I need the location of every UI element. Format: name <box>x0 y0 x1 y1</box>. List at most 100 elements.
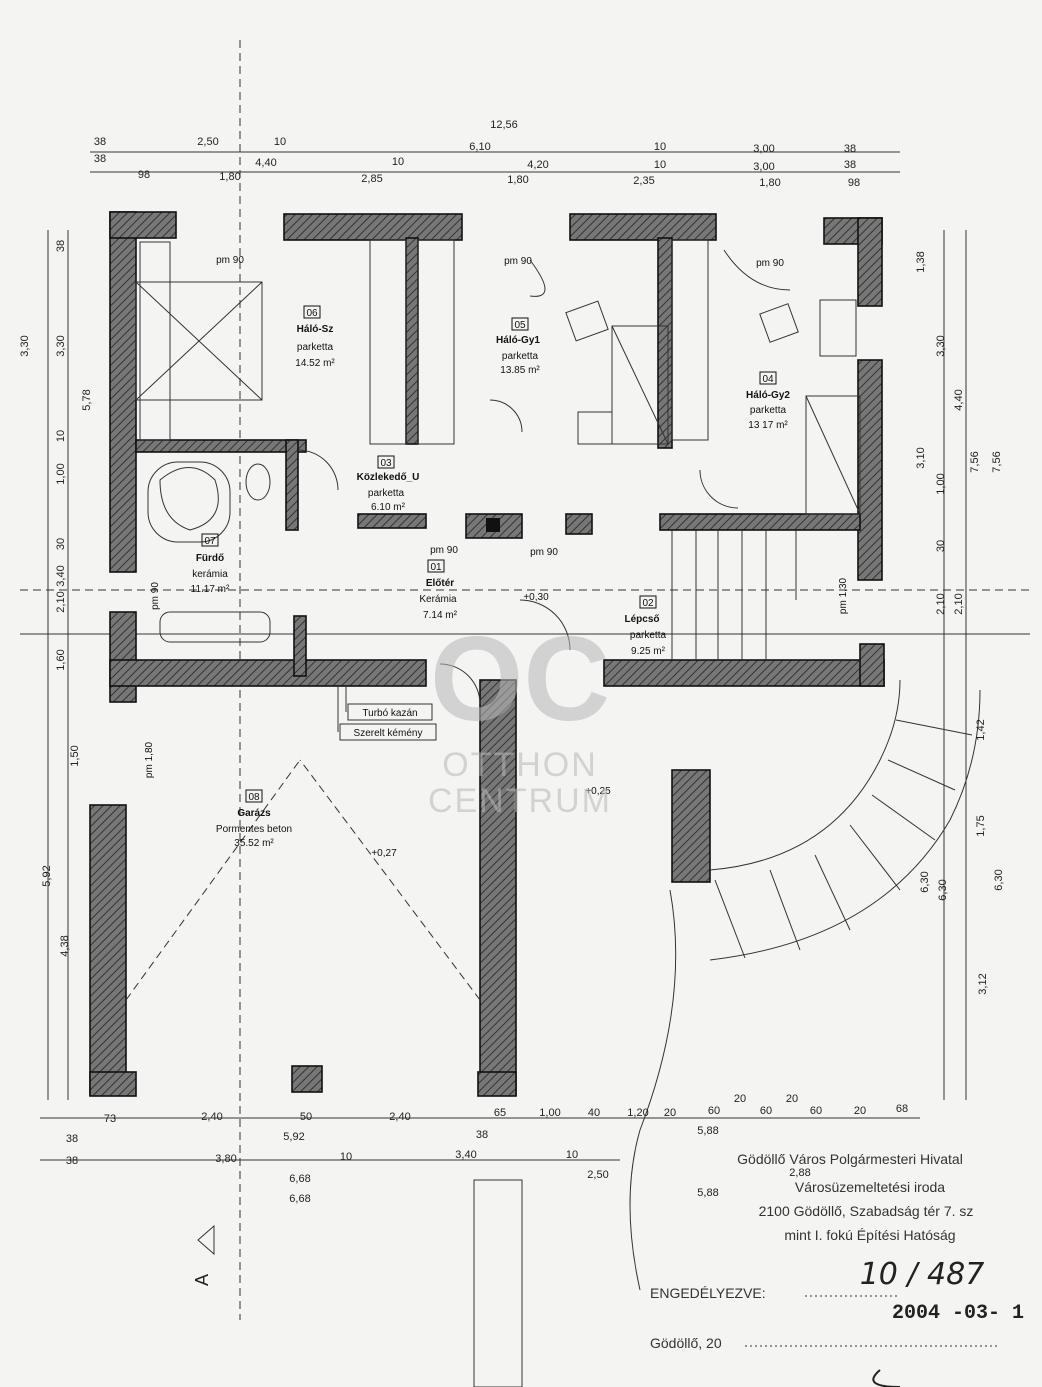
room-floor: Pormentes beton <box>216 824 292 835</box>
dim-label: 4,38 <box>59 935 71 956</box>
dim-label: 2,85 <box>361 173 382 185</box>
dim-label: 2,50 <box>197 136 218 148</box>
room-08: 08 Garázs Pormentes beton 35.52 m² <box>216 789 292 849</box>
section-marker: A <box>192 1224 215 1286</box>
dim-label: 1,80 <box>507 174 528 186</box>
door-note: pm 1,30 <box>838 577 849 614</box>
dim-label: 10 <box>654 141 666 153</box>
approval-stamp: Gödöllő Város Polgármesteri Hivatal Váro… <box>650 1151 1024 1387</box>
room-name: Háló-Gy1 <box>496 335 540 346</box>
dim-label: 38 <box>476 1129 488 1141</box>
dim-label: 1,00 <box>539 1107 560 1119</box>
room-area: 14.52 m² <box>295 358 335 369</box>
dim-label: 68 <box>896 1103 908 1115</box>
room-floor: parketta <box>630 630 667 641</box>
dim-label: 73 <box>104 1113 116 1125</box>
dim-label: 3,40 <box>55 565 67 586</box>
dim-label: 2,40 <box>201 1111 222 1123</box>
stamp-approved: ENGEDÉLYEZVE: <box>650 1285 766 1301</box>
dim-label: 50 <box>300 1111 312 1123</box>
dim-label: 3,00 <box>753 161 774 173</box>
dim-label: 1,20 <box>627 1107 648 1119</box>
dim-label: 2,10 <box>935 593 947 614</box>
dim-label: 20 <box>786 1093 798 1105</box>
stamp-line4: mint I. fokú Építési Hatóság <box>784 1227 955 1243</box>
stamp-line1: Gödöllő Város Polgármesteri Hivatal <box>737 1151 963 1167</box>
room-floor: Kerámia <box>419 594 457 605</box>
dim-label: 1,38 <box>915 251 927 272</box>
door-note: pm 90 <box>150 582 161 610</box>
dim-label: 1,42 <box>975 719 987 740</box>
room-area: 11.17 m² <box>191 584 230 595</box>
room-number: 02 <box>642 598 654 609</box>
dim-label: 5,78 <box>81 389 93 410</box>
dim-label: 20 <box>664 1107 676 1119</box>
room-floor: kerámia <box>192 569 228 580</box>
room-area: 13 17 m² <box>748 420 788 431</box>
room-floor: parketta <box>502 351 539 362</box>
level-mark: +0,25 <box>585 786 611 797</box>
room-name: Lépcső <box>624 614 659 625</box>
stamp-line3: 2100 Gödöllő, Szabadság tér 7. sz <box>759 1203 974 1219</box>
dim-label: 60 <box>810 1105 822 1117</box>
dim-label: 1,60 <box>55 649 67 670</box>
room-name: Közlekedő_U <box>357 472 420 483</box>
dim-label: 20 <box>734 1093 746 1105</box>
room-floor: parketta <box>297 342 334 353</box>
dim-label: 3,12 <box>977 973 989 994</box>
room-number: 05 <box>514 320 526 331</box>
watermark-logo: OC <box>430 612 610 746</box>
room-number: 03 <box>380 458 392 469</box>
dim-label: 98 <box>138 169 150 181</box>
dim-label: 7,56 <box>991 451 1003 472</box>
dim-label: 3,30 <box>935 335 947 356</box>
dim-label: 7,56 <box>969 451 981 472</box>
dim-label: 2,40 <box>389 1111 410 1123</box>
permit-date: 2004 -03- 1 <box>892 1302 1024 1325</box>
dim-label: 1,75 <box>975 815 987 836</box>
room-name: Háló-Gy2 <box>746 390 790 401</box>
dim-label: 1,80 <box>759 177 780 189</box>
dim-label: 12,56 <box>490 119 518 131</box>
walls <box>89 211 885 1097</box>
room-05: 05 Háló-Gy1 parketta 13.85 m² <box>496 317 540 376</box>
dim-label: 38 <box>844 143 856 155</box>
left-dimensions: 3,30 3,30 38 5,78 10 1,00 30 3,40 2,10 1… <box>19 230 93 1100</box>
dim-label: 1,00 <box>55 463 67 484</box>
door-note: pm 90 <box>756 258 784 269</box>
chimney-label: Szerelt kémény <box>354 728 423 739</box>
permit-number: 10 / 487 <box>860 1257 985 1292</box>
watermark-line2: CENTRUM <box>428 782 612 820</box>
room-01: 01 Előtér Kerámia 7.14 m² <box>419 559 458 621</box>
room-area: 6.10 m² <box>371 502 406 513</box>
dim-label: 2,50 <box>587 1169 608 1181</box>
dim-label: 38 <box>66 1133 78 1145</box>
dim-label: 4,40 <box>953 389 965 410</box>
room-02: 02 Lépcső parketta 9.25 m² <box>624 595 667 657</box>
room-area: 35.52 m² <box>234 838 274 849</box>
room-07: 07 Fürdő kerámia 11.17 m² <box>191 533 230 595</box>
room-03: 03 Közlekedő_U parketta 6.10 m² <box>357 455 420 513</box>
dim-label: 10 <box>274 136 286 148</box>
room-number: 07 <box>204 536 216 547</box>
door-note: pm 90 <box>216 255 244 266</box>
door-note: pm 90 <box>430 545 458 556</box>
dim-label: 10 <box>566 1149 578 1161</box>
room-name: Fürdő <box>196 553 224 564</box>
door-note: pm 90 <box>504 256 532 267</box>
boiler-label: Turbó kazán <box>362 708 417 719</box>
dim-label: 10 <box>55 430 67 442</box>
stamp-line2: Városüzemeltetési iroda <box>795 1179 945 1195</box>
dim-label: 38 <box>844 159 856 171</box>
dim-label: 1,00 <box>935 473 947 494</box>
dim-label: 4,40 <box>255 157 276 169</box>
level-mark: +0,30 <box>523 592 549 603</box>
room-area: 13.85 m² <box>500 365 540 376</box>
level-mark: +0,27 <box>371 848 397 859</box>
dim-label: 38 <box>55 240 67 252</box>
otthon-centrum-watermark: OC OTTHON CENTRUM <box>428 612 612 820</box>
room-name: Háló-Sz <box>297 324 334 335</box>
door-note: pm 90 <box>530 547 558 558</box>
